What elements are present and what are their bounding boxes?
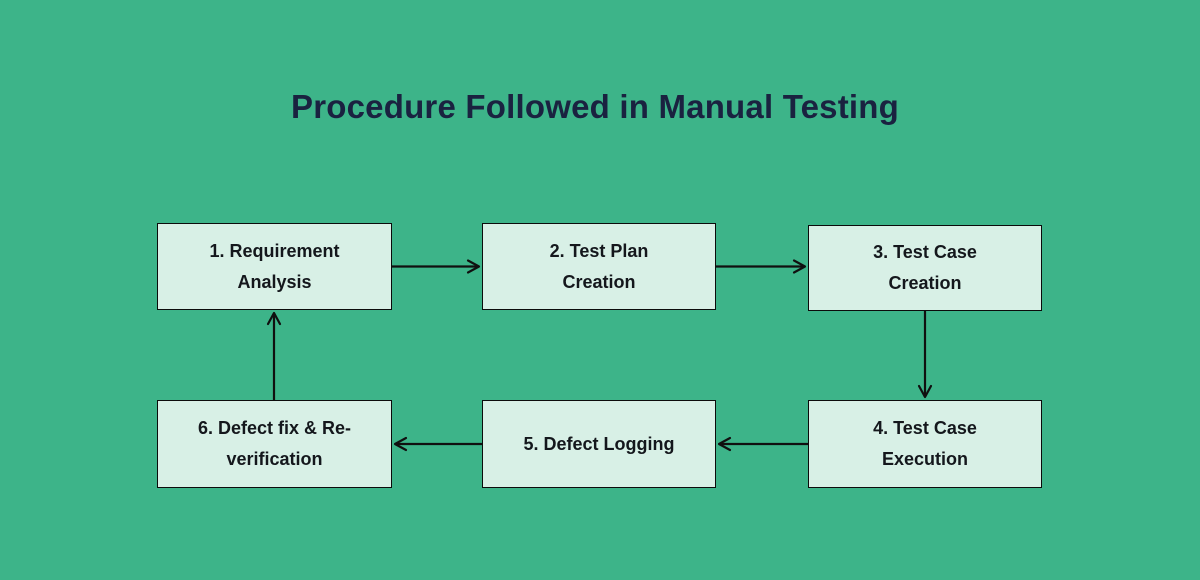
flow-step-test-case-creation: 3. Test Case Creation	[808, 225, 1042, 311]
flow-step-label: 5. Defect Logging	[523, 433, 675, 454]
flow-step-label: 4. Test Case	[873, 418, 977, 438]
flow-step-label: Execution	[881, 449, 969, 469]
flow-step-defect-logging: 5. Defect Logging	[482, 400, 716, 488]
flow-step-label: 1. Requirement	[209, 240, 340, 261]
flow-step-requirement-analysis: 1. Requirement Analysis	[157, 223, 392, 310]
flow-step-label: Creation	[888, 273, 962, 293]
flow-step-label: verification	[226, 449, 323, 469]
flow-step-test-plan-creation: 2. Test Plan Creation	[482, 223, 716, 310]
flow-step-label: 6. Defect fix & Re-	[197, 418, 352, 438]
flow-step-label: 3. Test Case	[873, 242, 977, 262]
flow-step-test-case-execution: 4. Test Case Execution	[808, 400, 1042, 488]
flow-step-label: 2. Test Plan	[549, 240, 649, 261]
flow-step-label: Creation	[562, 271, 636, 292]
flow-step-label: Analysis	[237, 271, 312, 292]
page-title: Procedure Followed in Manual Testing	[291, 88, 899, 125]
flow-step-defect-fix-reverification: 6. Defect fix & Re- verification	[157, 400, 392, 488]
